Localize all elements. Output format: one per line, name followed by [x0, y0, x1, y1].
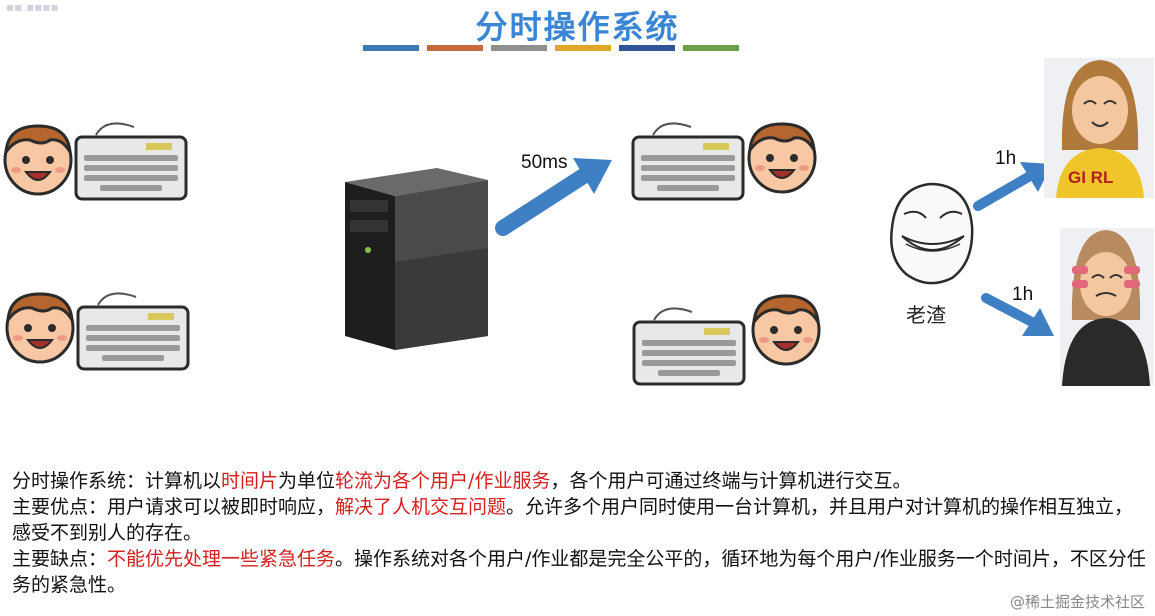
paragraph-text: 分时操作系统：计算机以	[12, 470, 222, 492]
title-color-bar	[427, 45, 483, 51]
title-color-bar	[683, 45, 739, 51]
girl-avatar-upper	[1044, 58, 1154, 198]
server-icon	[345, 168, 488, 350]
label-time-slice: 50ms	[521, 152, 568, 173]
user-bottom-left	[5, 291, 190, 371]
description-paragraph: 主要缺点：不能优先处理一些紧急任务。操作系统对各个用户/作业都是完全公平的，循环…	[12, 546, 1147, 598]
paragraph-text: 主要缺点：	[12, 548, 108, 570]
highlight-text: 不能优先处理一些紧急任务	[107, 548, 336, 570]
highlight-text: 轮流为各个用户/作业服务	[335, 470, 551, 492]
paragraph-text: 。允许多个用户同时使用一台计算机，并且用户对计算机的操作相互独立，感受不到别人的…	[12, 496, 1134, 544]
troll-face-icon	[890, 182, 974, 285]
description-text: 分时操作系统：计算机以时间片为单位轮流为各个用户/作业服务，各个用户可通过终端与…	[12, 468, 1147, 598]
faint-header-residue: ▪▪ ▪▪▪▪	[6, 0, 59, 14]
girl-avatar-lower	[1060, 228, 1154, 386]
paragraph-text: 主要优点：用户请求可以被即时响应，	[12, 496, 336, 518]
label-lower-duration: 1h	[1012, 284, 1034, 305]
highlight-text: 解决了人机交互问题	[335, 496, 507, 518]
description-paragraph: 分时操作系统：计算机以时间片为单位轮流为各个用户/作业服务，各个用户可通过终端与…	[12, 468, 1147, 494]
girl-shirt-text: GI RL	[1068, 168, 1114, 187]
page-title: 分时操作系统	[475, 8, 680, 46]
description-paragraph: 主要优点：用户请求可以被即时响应，解决了人机交互问题。允许多个用户同时使用一台计…	[12, 494, 1147, 546]
paragraph-text: ，各个用户可通过终端与计算机进行交互。	[550, 470, 912, 492]
paragraph-text: 为单位	[278, 470, 336, 492]
title-color-bar	[491, 45, 547, 51]
paragraph-text: 。操作系统对各个用户/作业都是完全公平的，循环地为每个用户/作业服务一个时间片，…	[12, 548, 1146, 596]
label-upper-duration: 1h	[995, 148, 1017, 169]
watermark: @稀土掘金技术社区	[1009, 593, 1145, 611]
highlight-text: 时间片	[221, 470, 279, 492]
label-center-person: 老渣	[906, 303, 946, 327]
arrow-time-slice	[495, 158, 612, 236]
user-waiting	[632, 294, 821, 386]
user-active	[631, 121, 817, 201]
user-top-left	[3, 121, 188, 201]
scene-illustration	[3, 58, 1154, 386]
title-color-bar	[363, 45, 419, 51]
title-color-bar	[619, 45, 675, 51]
title-color-bar	[555, 45, 611, 51]
arrow-lower-right	[981, 293, 1054, 336]
